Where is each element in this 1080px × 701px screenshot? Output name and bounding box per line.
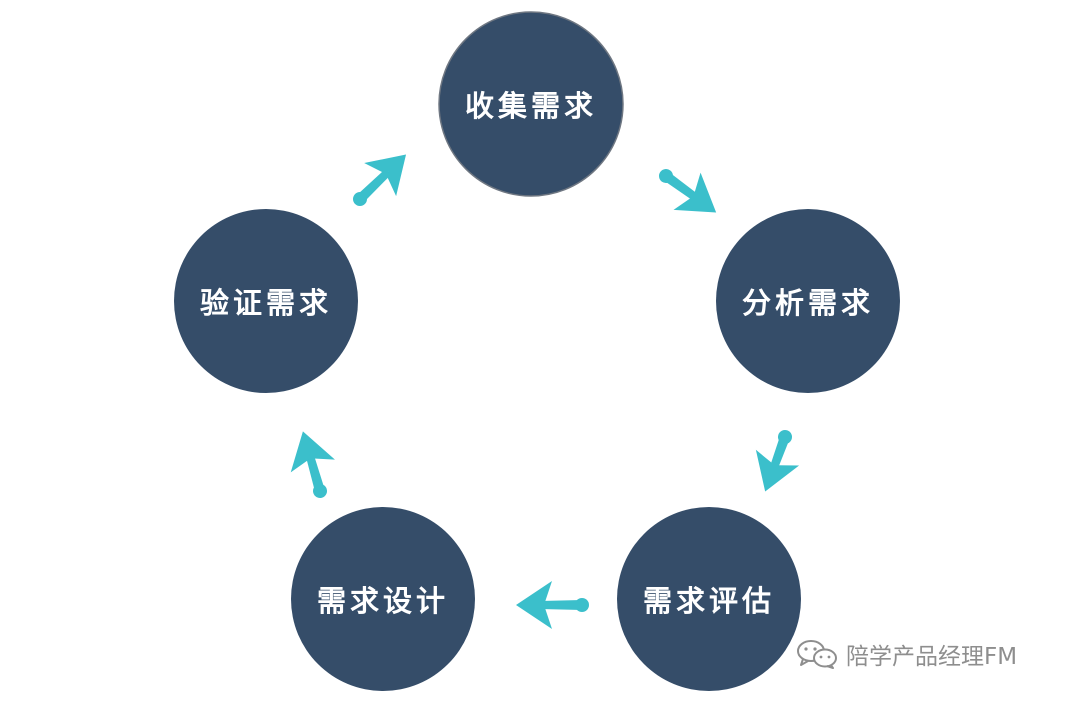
node-label: 需求设计 <box>317 584 449 618</box>
arrow-verify-to-collect <box>353 154 407 206</box>
node-design-requirements: 需求设计 <box>291 507 475 691</box>
arrow-analyze-to-evaluate <box>755 430 800 492</box>
node-label: 分析需求 <box>742 286 874 320</box>
wechat-icon <box>797 640 837 669</box>
arrow-design-to-verify <box>290 431 335 498</box>
arrow-collect-to-analyze <box>659 169 717 213</box>
node-verify-requirements: 验证需求 <box>174 209 358 393</box>
arrow-evaluate-to-design <box>516 581 589 629</box>
node-evaluate-requirements: 需求评估 <box>617 507 801 691</box>
node-analyze-requirements: 分析需求 <box>716 209 900 393</box>
watermark: 陪学产品经理FM <box>796 636 1017 672</box>
node-collect-requirements: 收集需求 <box>438 11 624 197</box>
watermark-text: 陪学产品经理FM <box>846 644 1018 670</box>
node-label: 需求评估 <box>643 584 775 618</box>
node-label: 收集需求 <box>465 89 597 123</box>
node-label: 验证需求 <box>200 286 332 320</box>
